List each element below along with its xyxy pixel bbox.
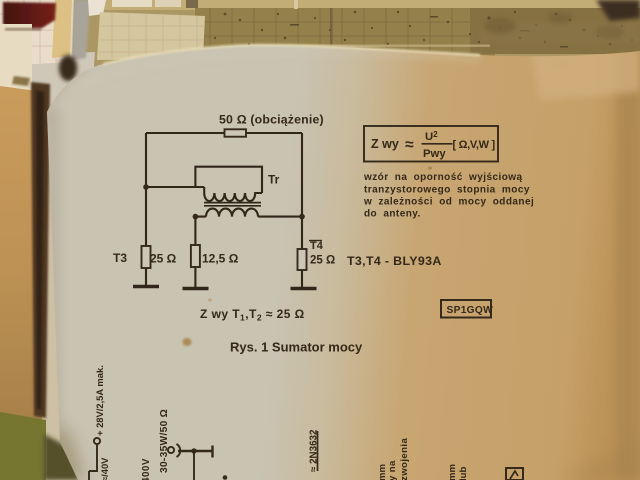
svg-text:30-35W/50 Ω: 30-35W/50 Ω [159,409,170,473]
svg-text:tranzystorowego stopnia mocy: tranzystorowego stopnia mocy [364,185,530,196]
svg-text:SP1GQW: SP1GQW [447,305,494,316]
svg-text:Rys. 1 Sumator mocy: Rys. 1 Sumator mocy [230,340,363,355]
svg-text:≈/40V: ≈/40V [99,457,110,480]
svg-text:T4: T4 [310,240,324,252]
svg-text:≈: ≈ [405,137,414,154]
svg-text:[ Ω,V,W ]: [ Ω,V,W ] [453,139,496,151]
svg-text:25 Ω: 25 Ω [310,255,335,267]
svg-text:T3,T4 - BLY93A: T3,T4 - BLY93A [347,254,442,268]
svg-text:50 Ω (obciążenie): 50 Ω (obciążenie) [219,113,324,127]
svg-text:T3: T3 [113,251,127,265]
svg-text:Tr: Tr [268,173,280,187]
svg-text:y na: y na [387,460,398,480]
svg-text:12,5 Ω: 12,5 Ω [202,252,239,266]
svg-text:mm: mm [377,464,388,480]
svg-text:Z wy: Z wy [371,137,399,151]
svg-text:w zależności od mocy oddanej: w zależności od mocy oddanej [363,197,534,208]
svg-text:Z wy T1,T2 ≈ 25 Ω: Z wy T1,T2 ≈ 25 Ω [200,307,305,323]
svg-text:zwojenia: zwojenia [399,438,410,480]
svg-text:400V: 400V [141,458,152,480]
svg-text:wzór na oporność wyjściową: wzór na oporność wyjściową [363,172,523,183]
svg-text:lub: lub [458,466,469,480]
svg-text:25 Ω: 25 Ω [150,252,177,266]
svg-text:do anteny.: do anteny. [364,209,421,220]
svg-text:≈ 2N3632: ≈ 2N3632 [309,429,320,472]
svg-text:Pwy: Pwy [423,148,446,160]
svg-text:+ 28V/2,5A mak.: + 28V/2,5A mak. [94,365,105,436]
svg-text:mm: mm [447,464,458,480]
